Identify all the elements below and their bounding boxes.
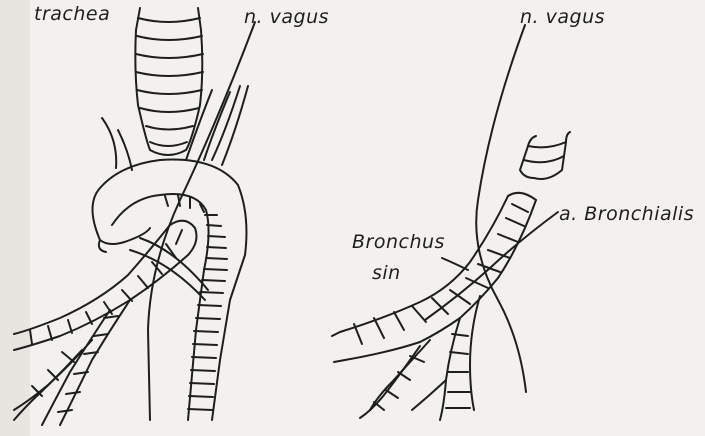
- label-bronchial-artery: a. Bronchialis: [559, 205, 694, 224]
- trachea-stump: [520, 132, 570, 179]
- right-figure: [332, 25, 570, 420]
- label-vagus-left: n. vagus: [244, 8, 329, 27]
- label-trachea: trachea: [34, 5, 110, 24]
- bronchus-right-figure: [332, 193, 536, 420]
- arch-branches: [102, 86, 248, 170]
- bronchus-leader-line: [442, 258, 468, 270]
- label-bronchus: Bronchus: [352, 233, 445, 252]
- bronchus-left-figure: [14, 221, 208, 425]
- aortic-arch: [93, 160, 247, 420]
- left-figure: [14, 8, 255, 425]
- label-bronchus-sin: sin: [372, 264, 401, 283]
- scan-edge-shade: [0, 0, 30, 436]
- trachea: [135, 8, 203, 155]
- label-vagus-right: n. vagus: [520, 8, 605, 27]
